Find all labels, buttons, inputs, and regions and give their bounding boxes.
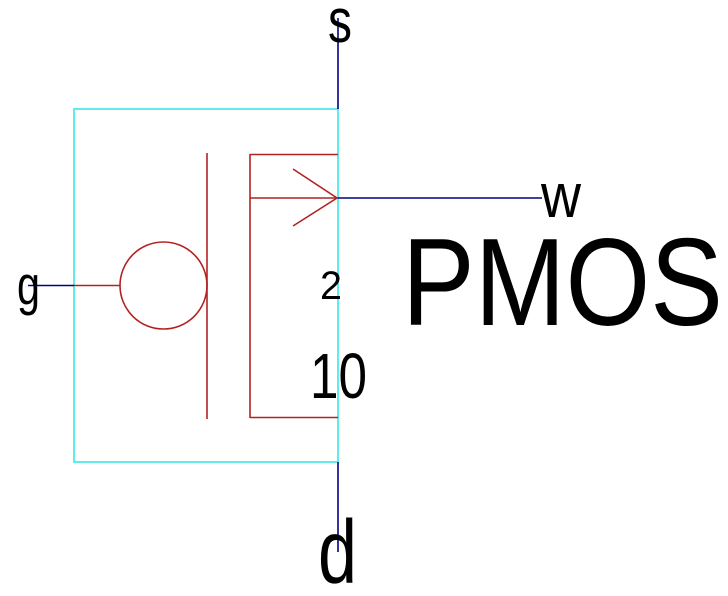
pin-label-well[interactable]: w <box>540 162 581 231</box>
pin-label-drain[interactable]: d <box>318 503 357 596</box>
pin-label-gate[interactable]: g <box>17 254 40 316</box>
device-type-label[interactable]: PMOS <box>402 214 723 352</box>
gate-inversion-bubble[interactable] <box>119 241 208 330</box>
pin-label-source[interactable]: s <box>328 0 352 56</box>
pmos-symbol[interactable] <box>74 153 339 419</box>
param-length-value[interactable]: 2 <box>320 264 342 308</box>
bulk-arrow-icon[interactable] <box>292 168 339 227</box>
param-width-value[interactable]: 10 <box>310 340 367 412</box>
